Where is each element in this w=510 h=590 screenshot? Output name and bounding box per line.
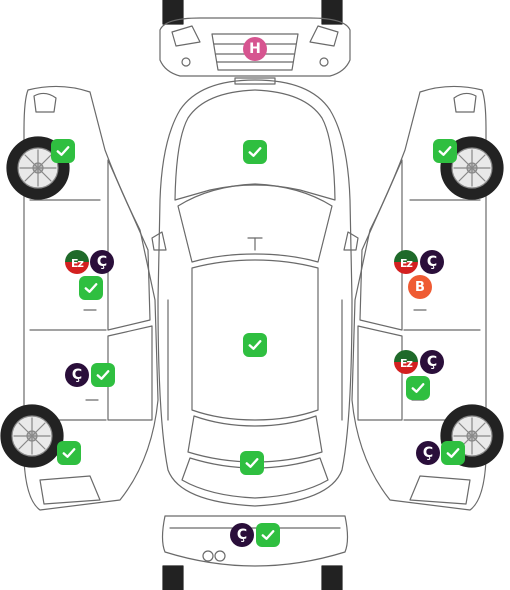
marker-label: Ez bbox=[400, 356, 413, 370]
left-front-door-marker-ez[interactable]: Ez bbox=[65, 250, 89, 274]
marker-label: Ez bbox=[400, 256, 413, 270]
marker-label: Ç bbox=[422, 445, 434, 461]
rear-bumper-part bbox=[161, 515, 349, 590]
right-front-door-marker-b[interactable]: B bbox=[408, 275, 432, 299]
right-rear-door-check-marker[interactable] bbox=[406, 376, 430, 400]
front-bumper-part bbox=[159, 0, 351, 85]
left-front-door-check-marker[interactable] bbox=[79, 276, 103, 300]
marker-label: H bbox=[249, 41, 261, 57]
trunk-check-marker[interactable] bbox=[240, 451, 264, 475]
left-rear-fender-check-marker[interactable] bbox=[57, 441, 81, 465]
right-front-fender-check-marker[interactable] bbox=[433, 139, 457, 163]
check-icon bbox=[245, 458, 259, 468]
marker-label: Ç bbox=[236, 527, 248, 543]
top-view-car bbox=[151, 79, 359, 507]
check-icon bbox=[84, 283, 98, 293]
marker-label: Ç bbox=[71, 367, 83, 383]
right-front-door-marker-c[interactable]: Ç bbox=[420, 250, 444, 274]
right-rear-fender-marker-c[interactable]: Ç bbox=[416, 441, 440, 465]
check-icon bbox=[248, 340, 262, 350]
check-icon bbox=[411, 383, 425, 393]
check-icon bbox=[248, 147, 262, 157]
front-bumper-marker-h[interactable]: H bbox=[243, 37, 267, 61]
right-rear-door-marker-ez[interactable]: Ez bbox=[394, 350, 418, 374]
marker-label: Ç bbox=[96, 254, 108, 270]
marker-label: Ez bbox=[71, 256, 84, 270]
roof-check-marker[interactable] bbox=[243, 333, 267, 357]
right-front-door-marker-ez[interactable]: Ez bbox=[394, 250, 418, 274]
check-icon bbox=[62, 448, 76, 458]
check-icon bbox=[56, 146, 70, 156]
rear-bumper-marker-c[interactable]: Ç bbox=[230, 523, 254, 547]
check-icon bbox=[446, 448, 460, 458]
marker-label: Ç bbox=[426, 354, 438, 370]
right-rear-door-marker-c[interactable]: Ç bbox=[420, 350, 444, 374]
check-icon bbox=[261, 530, 275, 540]
rear-bumper-check-marker[interactable] bbox=[256, 523, 280, 547]
hood-check-marker[interactable] bbox=[243, 140, 267, 164]
left-rear-door-check-marker[interactable] bbox=[91, 363, 115, 387]
check-icon bbox=[438, 146, 452, 156]
check-icon bbox=[96, 370, 110, 380]
right-rear-fender-check-marker[interactable] bbox=[441, 441, 465, 465]
left-front-door-marker-c[interactable]: Ç bbox=[90, 250, 114, 274]
marker-label: B bbox=[415, 279, 425, 295]
left-rear-door-marker-c[interactable]: Ç bbox=[65, 363, 89, 387]
marker-label: Ç bbox=[426, 254, 438, 270]
left-front-fender-check-marker[interactable] bbox=[51, 139, 75, 163]
